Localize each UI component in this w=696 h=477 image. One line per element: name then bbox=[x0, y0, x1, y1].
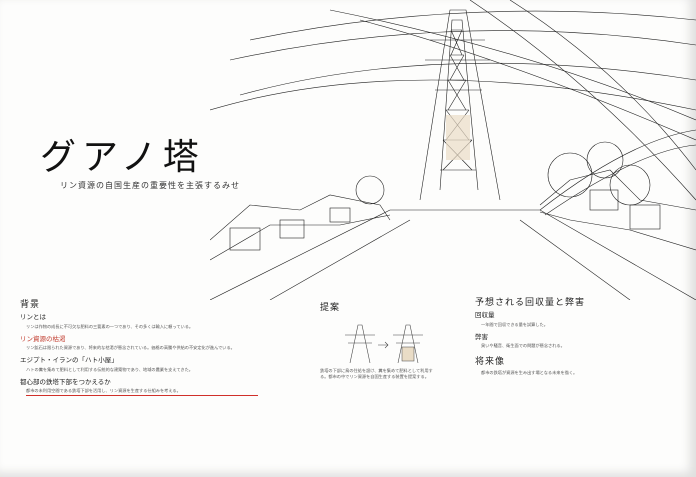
section-title-pigeon-tower: エジプト・イランの「ハト小屋」 bbox=[20, 356, 118, 365]
proposal-heading: 提案 bbox=[320, 303, 341, 313]
poster-title: グアノ塔 bbox=[40, 137, 205, 178]
collection-subheading: 回収量 bbox=[475, 311, 495, 320]
forecast-heading: 予想される回収量と弊害 bbox=[475, 298, 586, 308]
proposal-section: 提案 鉄塔の下部に鳥の住処を設け、糞を集めて肥料として利用する。都市の中でリン資… bbox=[320, 303, 450, 382]
section-title-urban-pylon: 都心部の鉄塔下部をつかえるか bbox=[20, 378, 111, 387]
harm-subheading: 弊害 bbox=[475, 332, 488, 341]
future-heading: 将来像 bbox=[475, 357, 506, 368]
section-text-rin: リンは作物の成長に不可欠な肥料の三要素の一つであり、その多くは輸入に頼っている。 bbox=[26, 323, 194, 329]
proposal-text: 鉄塔の下部に鳥の住処を設け、糞を集めて肥料として利用する。都市の中でリン資源を自… bbox=[320, 367, 433, 379]
section-text-pigeon-tower: ハトの糞を集めて肥料として利用する伝統的な建築物であり、地域の農業を支えてきた。 bbox=[26, 366, 193, 372]
forecast-section: 予想される回収量と弊害 回収量 一年間で回収できる量を試算した。 弊害 臭いや騒… bbox=[475, 298, 685, 378]
section-text-depletion: リン鉱石は限られた資源であり、将来的な枯渇が懸念されている。価格の高騰や供給の不… bbox=[26, 345, 235, 351]
background-heading: 背景 bbox=[20, 300, 41, 310]
section-text-urban-pylon: 都市の未利用空間である鉄塔下部を活用し、リン資源を生産する仕組みを考える。 bbox=[26, 388, 258, 396]
proposal-diagram bbox=[345, 324, 423, 364]
poster-subtitle: リン資源の自国生産の重要性を主張するみせ bbox=[60, 181, 240, 190]
background-section: 背景 リンとは リンは作物の成長に不可欠な肥料の三要素の一つであり、その多くは輸… bbox=[20, 300, 280, 398]
section-title-depletion: リン資源の枯渇 bbox=[20, 334, 66, 343]
pylon-illustration bbox=[210, 0, 696, 300]
section-title-rin: リンとは bbox=[20, 313, 46, 322]
collection-text: 一年間で回収できる量を試算した。 bbox=[481, 321, 548, 327]
harm-text: 臭いや騒音、衛生面での問題が懸念される。 bbox=[481, 343, 565, 349]
future-text: 都市の鉄塔が資源を生み出す場となる未来を描く。 bbox=[481, 369, 578, 375]
